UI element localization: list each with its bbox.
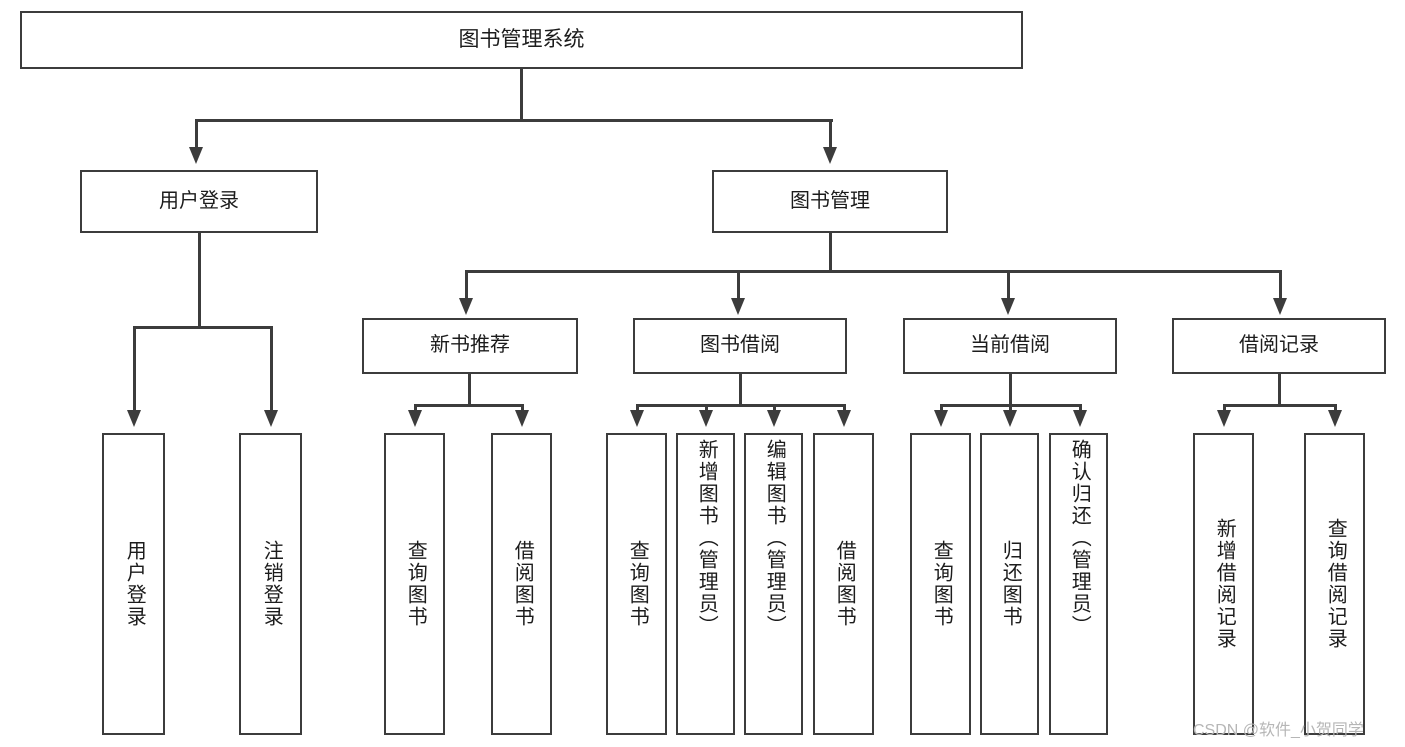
node-new-book-recommend[interactable]: 新书推荐	[362, 318, 578, 374]
node-leaf-query-borrow-record[interactable]: 查询借阅记录	[1304, 433, 1365, 735]
arrow-to-new-book-recommend	[459, 298, 473, 315]
node-label: 用户登录	[159, 189, 239, 212]
connector-drop-book-management	[829, 119, 832, 149]
node-label: 借阅图书	[833, 540, 856, 628]
node-label: 查询图书	[404, 540, 427, 628]
node-leaf-logout-login[interactable]: 注销登录	[239, 433, 302, 735]
arrow-to-leaf-borrow-book-1	[515, 410, 529, 427]
node-leaf-add-borrow-record[interactable]: 新增借阅记录	[1193, 433, 1254, 735]
connector-drop-leaf-query-borrow-record	[1334, 404, 1337, 412]
node-label: 用户登录	[123, 540, 146, 628]
connector-root-stem	[520, 69, 523, 120]
arrow-to-leaf-confirm-return-admin	[1073, 410, 1087, 427]
node-label: 新增借阅记录	[1213, 518, 1236, 650]
connector-user-login-stem	[198, 233, 201, 328]
arrow-to-leaf-query-book-1	[408, 410, 422, 427]
arrow-to-leaf-borrow-book-2	[837, 410, 851, 427]
node-label: 编辑图书（管理员）	[763, 439, 786, 637]
connector-drop-leaf-borrow-book-2	[843, 404, 846, 412]
arrow-to-book-management	[823, 147, 837, 164]
connector-borrow-record-bus	[1224, 404, 1336, 407]
arrow-to-leaf-return-book	[1003, 410, 1017, 427]
node-label: 借阅记录	[1239, 334, 1319, 357]
connector-drop-leaf-return-book	[1009, 404, 1012, 412]
connector-drop-leaf-borrow-book-1	[521, 404, 524, 412]
arrow-to-leaf-add-book-admin	[699, 410, 713, 427]
node-label: 新增图书（管理员）	[695, 439, 718, 637]
arrow-to-leaf-edit-book-admin	[767, 410, 781, 427]
connector-book-management-stem	[829, 233, 832, 272]
arrow-to-leaf-logout-login	[264, 410, 278, 427]
node-leaf-user-login[interactable]: 用户登录	[102, 433, 165, 735]
connector-drop-book-borrow	[737, 270, 740, 300]
connector-drop-user-login	[195, 119, 198, 149]
connector-user-login-bus	[134, 326, 272, 329]
node-label: 图书管理	[790, 189, 870, 212]
arrow-to-borrow-record	[1273, 298, 1287, 315]
node-label: 查询图书	[626, 540, 649, 628]
connector-drop-leaf-query-book-1	[414, 404, 417, 412]
node-leaf-borrow-book-1[interactable]: 借阅图书	[491, 433, 552, 735]
connector-drop-borrow-record	[1279, 270, 1282, 300]
arrow-to-user-login	[189, 147, 203, 164]
connector-drop-leaf-add-borrow-record	[1223, 404, 1226, 412]
arrow-to-leaf-user-login	[127, 410, 141, 427]
connector-borrow-record-stem	[1278, 374, 1281, 406]
connector-drop-leaf-query-book-3	[940, 404, 943, 412]
node-leaf-return-book[interactable]: 归还图书	[980, 433, 1039, 735]
node-label: 注销登录	[260, 540, 283, 628]
arrow-to-leaf-add-borrow-record	[1217, 410, 1231, 427]
node-book-management[interactable]: 图书管理	[712, 170, 948, 233]
connector-new-book-recommend-bus	[415, 404, 523, 407]
connector-drop-leaf-confirm-return-admin	[1079, 404, 1082, 412]
node-label: 当前借阅	[970, 334, 1050, 357]
node-book-borrow[interactable]: 图书借阅	[633, 318, 847, 374]
csdn-watermark: CSDN @软件_小贺同学	[1193, 722, 1364, 739]
arrow-to-leaf-query-book-2	[630, 410, 644, 427]
connector-drop-leaf-logout-login	[270, 326, 273, 412]
node-label: 图书借阅	[700, 334, 780, 357]
arrow-to-current-borrow	[1001, 298, 1015, 315]
connector-drop-leaf-edit-book-admin	[773, 404, 776, 412]
connector-level2-bus	[466, 270, 1281, 273]
node-label: 新书推荐	[430, 334, 510, 357]
connector-book-borrow-stem	[739, 374, 742, 406]
connector-level1-bus	[196, 119, 833, 122]
node-current-borrow[interactable]: 当前借阅	[903, 318, 1117, 374]
node-label: 借阅图书	[511, 540, 534, 628]
node-leaf-confirm-return-admin[interactable]: 确认归还（管理员）	[1049, 433, 1108, 735]
node-label: 查询图书	[930, 540, 953, 628]
node-leaf-query-book-3[interactable]: 查询图书	[910, 433, 971, 735]
node-leaf-query-book-1[interactable]: 查询图书	[384, 433, 445, 735]
node-label: 确认归还（管理员）	[1068, 439, 1091, 637]
connector-book-borrow-bus	[637, 404, 845, 407]
node-label: 图书管理系统	[458, 27, 585, 51]
connector-drop-current-borrow	[1007, 270, 1010, 300]
connector-new-book-recommend-stem	[468, 374, 471, 406]
node-leaf-edit-book-admin[interactable]: 编辑图书（管理员）	[744, 433, 803, 735]
node-leaf-add-book-admin[interactable]: 新增图书（管理员）	[676, 433, 735, 735]
node-leaf-borrow-book-2[interactable]: 借阅图书	[813, 433, 874, 735]
connector-current-borrow-stem	[1009, 374, 1012, 406]
arrow-to-book-borrow	[731, 298, 745, 315]
connector-drop-leaf-user-login	[133, 326, 136, 412]
node-label: 查询借阅记录	[1324, 518, 1347, 650]
arrow-to-leaf-query-borrow-record	[1328, 410, 1342, 427]
arrow-to-leaf-query-book-3	[934, 410, 948, 427]
connector-drop-leaf-query-book-2	[636, 404, 639, 412]
node-root-book-management-system[interactable]: 图书管理系统	[20, 11, 1023, 69]
node-label: 归还图书	[999, 540, 1022, 628]
connector-drop-leaf-add-book-admin	[705, 404, 708, 412]
connector-drop-new-book-recommend	[465, 270, 468, 300]
node-borrow-record[interactable]: 借阅记录	[1172, 318, 1386, 374]
node-user-login[interactable]: 用户登录	[80, 170, 318, 233]
node-leaf-query-book-2[interactable]: 查询图书	[606, 433, 667, 735]
